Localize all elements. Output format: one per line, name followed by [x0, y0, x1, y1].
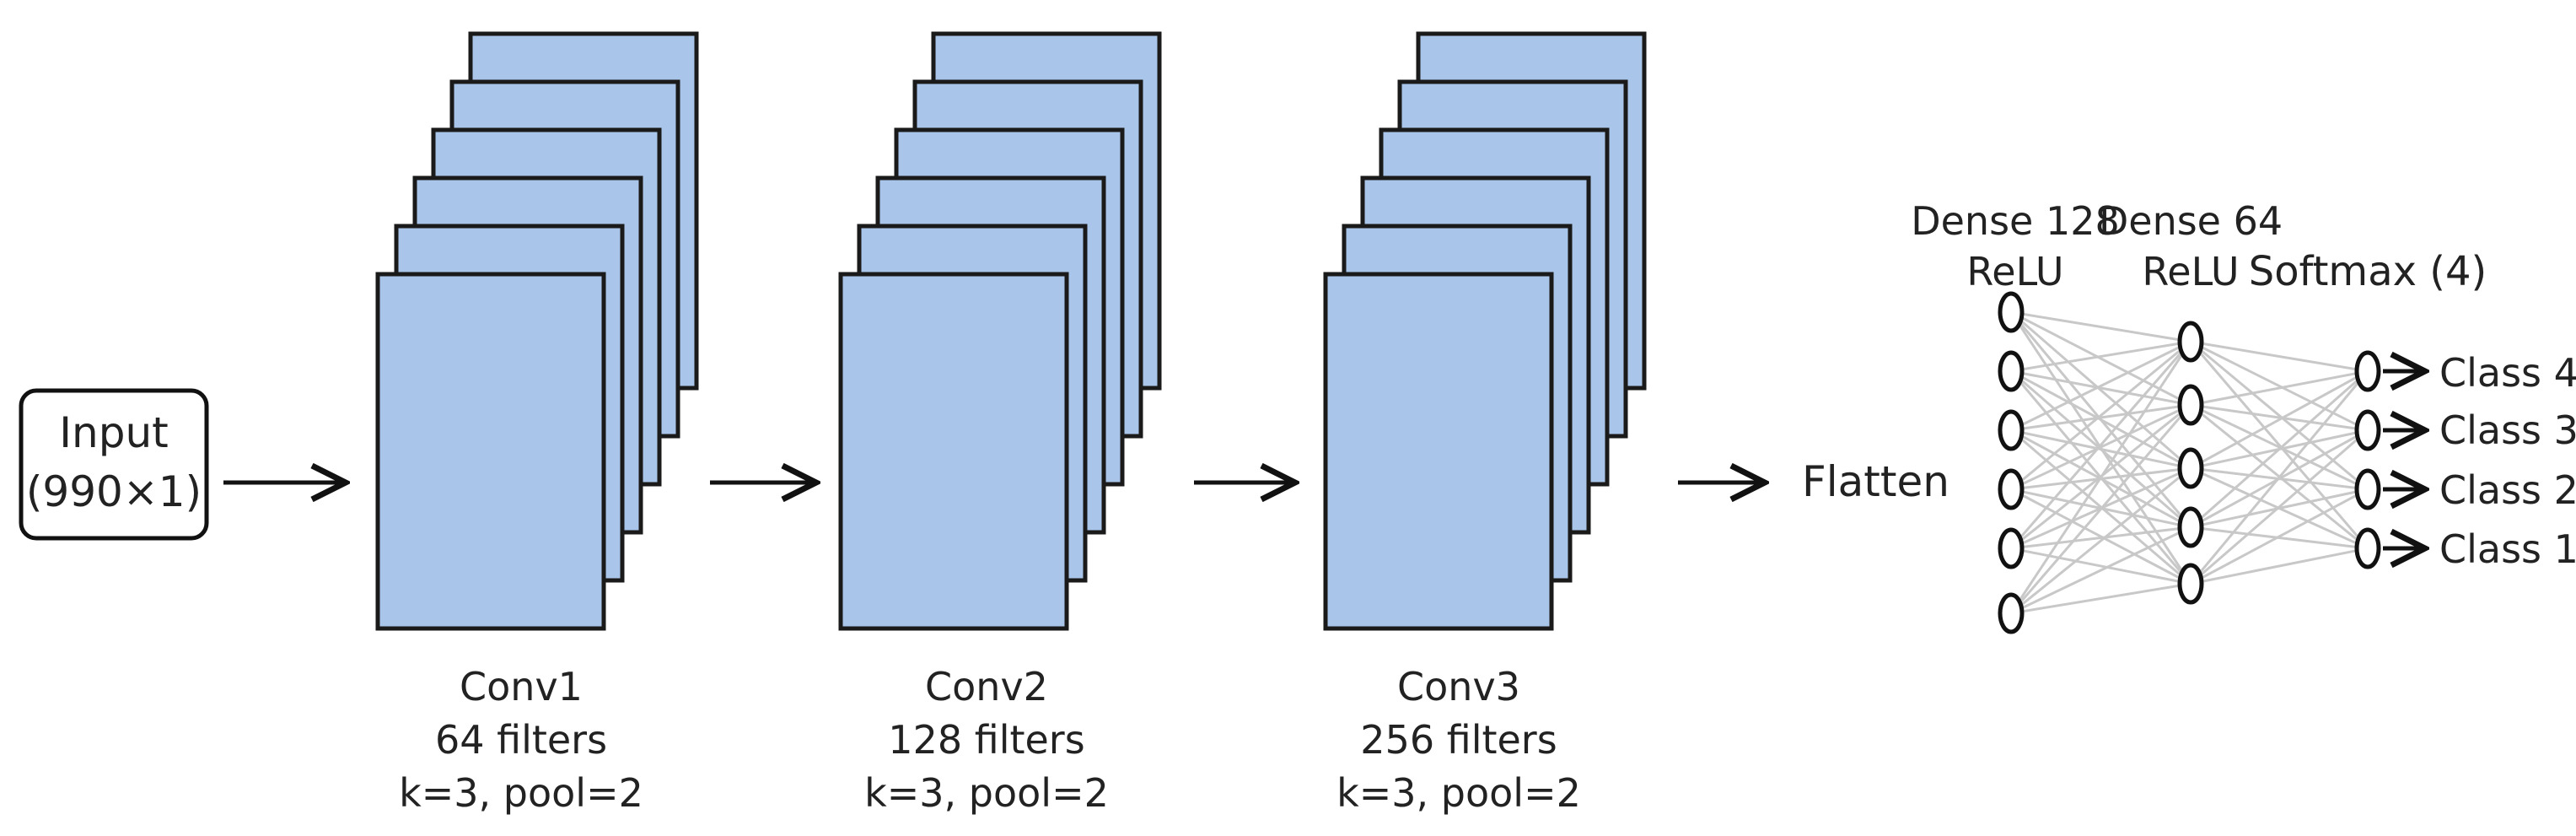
conv3-feature-map-stack	[1323, 31, 1647, 631]
conv1-params: k=3, pool=2	[399, 770, 643, 816]
input-shape-label: (990×1)	[26, 467, 202, 516]
dense64-node-1	[2177, 321, 2204, 363]
connection-l1-3-2	[2010, 403, 2191, 432]
conv3-name: Conv3	[1397, 664, 1520, 709]
dense64-node-4	[2177, 506, 2204, 548]
softmax-node-1	[2354, 350, 2381, 392]
connection-l2-3-1	[2190, 369, 2369, 470]
input-box	[19, 388, 209, 541]
connection-l1-4-2	[2010, 403, 2191, 491]
connection-l1-2-1	[2010, 340, 2191, 373]
conv1-feature-map-6	[375, 272, 606, 631]
connection-l1-6-3	[2010, 467, 2191, 615]
class-label-3: Class 3	[2439, 407, 2576, 453]
conv-block-2: Conv2 128 filters k=3, pool=2	[838, 31, 1162, 816]
connection-l2-5-1	[2189, 370, 2369, 585]
connection-l2-1-4	[2189, 341, 2369, 549]
conv2-feature-map-6	[838, 272, 1069, 631]
conv-block-3: Conv3 256 filters k=3, pool=2	[1323, 31, 1647, 816]
class-label-2: Class 2	[2439, 467, 2576, 513]
flatten-label: Flatten	[1802, 457, 1949, 506]
conv2-feature-map-stack	[838, 31, 1162, 631]
softmax-node-4	[2354, 527, 2381, 569]
dense128-node-3	[1998, 409, 2025, 451]
dense-connections	[2009, 310, 2369, 615]
conv2-name: Conv2	[925, 664, 1048, 709]
connection-l1-5-4	[2010, 526, 2191, 550]
connection-l1-2-2	[2010, 369, 2191, 407]
conv1-feature-map-stack	[375, 31, 699, 631]
dense128-node-6	[1998, 592, 2025, 634]
conv3-feature-map-6	[1323, 272, 1554, 631]
connection-l1-6-4	[2010, 526, 2191, 615]
conv3-filters: 256 filters	[1360, 717, 1557, 763]
conv1-filters: 64 filters	[435, 717, 607, 763]
connection-l1-6-2	[2009, 404, 2192, 614]
connection-l2-2-1	[2190, 369, 2369, 407]
connection-l2-5-2	[2190, 429, 2369, 585]
class-label-1: Class 1	[2439, 526, 2576, 572]
connection-l1-2-3	[2010, 369, 2191, 470]
connection-l2-2-2	[2190, 403, 2369, 432]
softmax-node-3	[2354, 468, 2381, 510]
connection-l1-4-1	[2010, 340, 2191, 491]
softmax-node-2	[2354, 409, 2381, 451]
dense128-title: Dense 128	[1911, 198, 2120, 244]
dense64-title: Dense 64	[2099, 198, 2283, 244]
connection-l1-6-1	[2009, 341, 2192, 614]
connection-l1-3-1	[2010, 340, 2191, 432]
connection-l2-2-3	[2190, 403, 2369, 491]
connection-l1-1-3	[2010, 310, 2191, 470]
class-label-4: Class 4	[2439, 350, 2576, 396]
connection-l1-1-1	[2010, 310, 2191, 343]
dense-nodes	[1998, 291, 2381, 634]
dense128-node-1	[1998, 291, 2025, 333]
connection-l2-1-3	[2190, 340, 2369, 491]
dense128-node-2	[1998, 350, 2025, 392]
connection-l2-5-4	[2190, 547, 2369, 585]
dense64-node-3	[2177, 447, 2204, 489]
input-node: Input (990×1)	[19, 388, 209, 541]
dense64-node-5	[2177, 563, 2204, 605]
dense-network: Dense 128 ReLU Dense 64 ReLU Softmax (4)…	[1911, 198, 2576, 634]
dense128-node-4	[1998, 468, 2025, 510]
connection-l1-3-3	[2010, 429, 2191, 470]
connection-l2-1-2	[2190, 340, 2369, 432]
dense64-activation: ReLU	[2142, 249, 2239, 294]
dense128-activation: ReLU	[1966, 249, 2063, 294]
connection-l1-6-5	[2010, 582, 2191, 615]
conv2-params: k=3, pool=2	[864, 770, 1109, 816]
input-label: Input	[59, 408, 168, 457]
connection-l2-1-1	[2190, 340, 2369, 373]
conv2-filters: 128 filters	[888, 717, 1084, 763]
connection-l1-5-5	[2010, 547, 2191, 585]
conv3-params: k=3, pool=2	[1336, 770, 1581, 816]
connection-l2-4-1	[2190, 369, 2369, 529]
softmax-title: Softmax (4)	[2249, 248, 2487, 295]
dense128-node-5	[1998, 527, 2025, 569]
connection-l2-5-3	[2190, 488, 2369, 585]
connection-l1-5-1	[2009, 341, 2192, 549]
conv1-name: Conv1	[460, 664, 583, 709]
dense64-node-2	[2177, 384, 2204, 426]
conv-block-1: Conv1 64 filters k=3, pool=2	[375, 31, 699, 816]
connection-l1-1-2	[2010, 310, 2191, 407]
class-arrows	[2383, 371, 2425, 548]
